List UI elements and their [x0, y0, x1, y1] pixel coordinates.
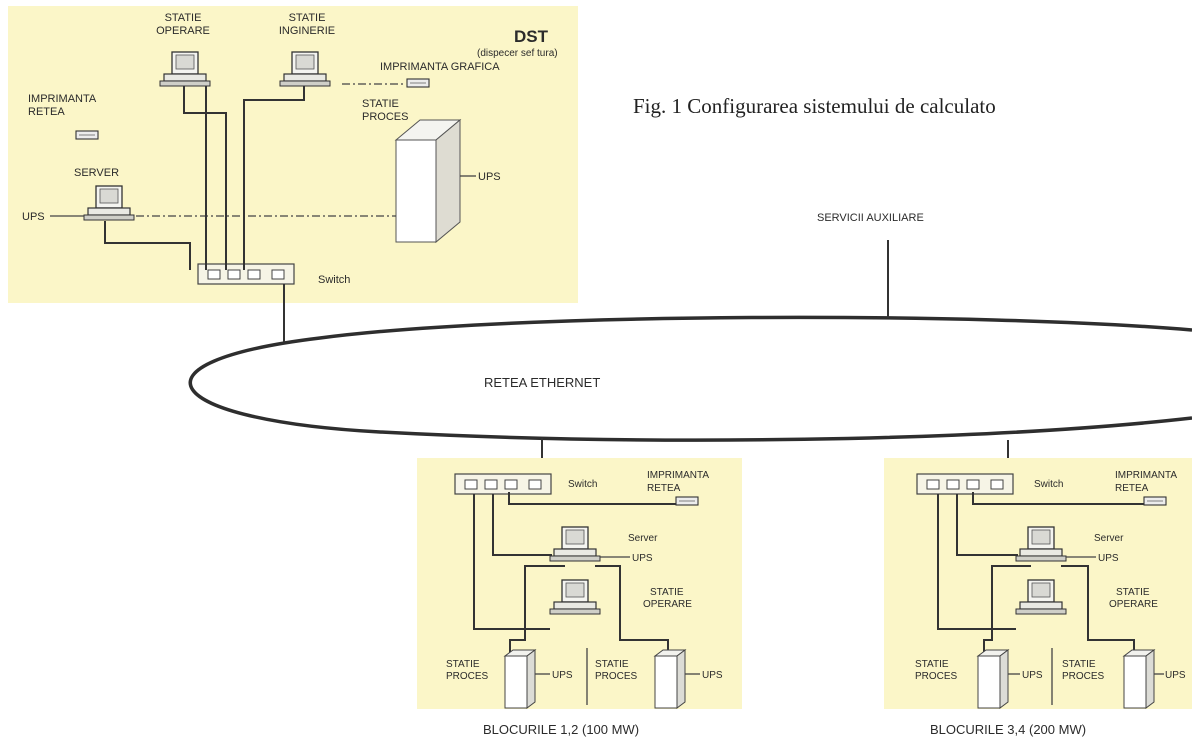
- bloc12-printer-link: [508, 492, 676, 505]
- dst-imprimanta-retea-label-2: RETEA: [28, 106, 65, 118]
- dst-switch-icon: [197, 263, 295, 285]
- dst-inginerie-switch-link: [243, 86, 305, 270]
- bloc34-proces2-label-2: PROCES: [1062, 671, 1105, 682]
- bloc34-proces1-label-1: STATIE: [915, 659, 949, 670]
- dst-imprimanta-retea-printer-icon: [75, 130, 99, 140]
- bloc12-statie-operare-label-2: OPERARE: [643, 599, 692, 610]
- ethernet-ring-path: [188, 315, 1192, 442]
- bloc12-printer-icon: [675, 496, 699, 506]
- bloc12-switch-label: Switch: [568, 479, 597, 490]
- bloc34-printer-link: [972, 492, 1144, 505]
- dst-server-switch-link: [104, 221, 191, 270]
- bloc12-proces2-label-2: PROCES: [595, 671, 638, 682]
- dst-operare-switch-link-2: [183, 86, 227, 270]
- bloc12-proces1-cabinet-icon: [504, 649, 536, 709]
- bloc34-switch-label: Switch: [1034, 479, 1063, 490]
- bloc34-proces1-cabinet-icon: [977, 649, 1009, 709]
- dst-statie-proces-cabinet-icon: [394, 118, 462, 244]
- bloc34-server-switch-link: [956, 494, 1018, 556]
- servicii-auxiliare-label: SERVICII AUXILIARE: [817, 212, 924, 224]
- bloc34-panel: Switch IMPRIMANTA RETEA Server UPS STATI…: [884, 458, 1192, 709]
- dst-switch-label: Switch: [318, 274, 350, 286]
- bloc34-proces2-link: [1061, 565, 1135, 660]
- bloc34-statie-operare-label-1: STATIE: [1116, 587, 1150, 598]
- bloc12-switch-icon: [454, 473, 552, 495]
- bloc12-panel: Switch IMPRIMANTA RETEA Server UPS STATI…: [417, 458, 742, 709]
- dst-title: DST: [514, 27, 549, 46]
- bloc34-server-label: Server: [1094, 533, 1124, 544]
- ethernet-label: RETEA ETHERNET: [484, 375, 600, 390]
- bloc12-proces1-link: [509, 565, 565, 660]
- bloc12-proces2-cabinet-icon: [654, 649, 686, 709]
- bloc12-server-label: Server: [628, 533, 658, 544]
- dst-statie-proces-label-1: STATIE: [362, 98, 399, 110]
- bloc34-proces2-label-1: STATIE: [1062, 659, 1096, 670]
- dst-server-label: SERVER: [74, 167, 119, 179]
- bloc12-ups-server-label: UPS: [632, 553, 653, 564]
- bloc34-imprimanta-label-1: IMPRIMANTA: [1115, 470, 1177, 481]
- bloc12-caption: BLOCURILE 1,2 (100 MW): [483, 722, 639, 737]
- dst-statie-proces-label-2: PROCES: [362, 111, 408, 123]
- bloc34-proces1-label-2: PROCES: [915, 671, 958, 682]
- bloc34-caption: BLOCURILE 3,4 (200 MW): [930, 722, 1086, 737]
- bloc34-proces1-link: [983, 565, 1031, 660]
- bloc12-proces2-label-1: STATIE: [595, 659, 629, 670]
- bloc34-switch-icon: [916, 473, 1014, 495]
- bloc12-proces1-label-2: PROCES: [446, 671, 489, 682]
- dst-imprimanta-grafica-label: IMPRIMANTA GRAFICA: [380, 61, 500, 73]
- dst-statie-operare-label-1: STATIE: [165, 12, 202, 24]
- dst-statie-inginerie-label-1: STATIE: [289, 12, 326, 24]
- bloc12-imprimanta-label-2: RETEA: [647, 483, 681, 494]
- dst-panel: DST (dispecer sef tura) STATIE OPERARE S…: [8, 6, 578, 303]
- bloc34-statie-operare-label-2: OPERARE: [1109, 599, 1158, 610]
- dst-ups-left-label: UPS: [22, 211, 45, 223]
- bloc34-ups-server-label: UPS: [1098, 553, 1119, 564]
- dst-statie-inginerie-label-2: INGINERIE: [279, 25, 335, 37]
- dst-subtitle: (dispecer sef tura): [477, 48, 558, 59]
- bloc12-ups1-label: UPS: [552, 670, 573, 681]
- dst-imprimanta-retea-label-1: IMPRIMANTA: [28, 93, 97, 105]
- ethernet-ring: RETEA ETHERNET SERVICII AUXILIARE: [188, 212, 1192, 474]
- bloc34-proces2-cabinet-icon: [1123, 649, 1155, 709]
- bloc34-printer-icon: [1143, 496, 1167, 506]
- dst-statie-operare-label-2: OPERARE: [156, 25, 210, 37]
- figure-title: Fig. 1 Configurarea sistemului de calcul…: [633, 94, 996, 118]
- bloc12-server-switch-link: [492, 494, 552, 556]
- bloc34-ups2-label: UPS: [1165, 670, 1186, 681]
- bloc34-imprimanta-label-2: RETEA: [1115, 483, 1149, 494]
- dst-imprimanta-grafica-printer-icon: [406, 78, 430, 88]
- dst-ups-right-label: UPS: [478, 171, 501, 183]
- bloc12-proces2-link: [595, 565, 669, 660]
- bloc12-ups2-label: UPS: [702, 670, 723, 681]
- bloc34-ups1-label: UPS: [1022, 670, 1043, 681]
- bloc12-statie-operare-label-1: STATIE: [650, 587, 684, 598]
- bloc12-imprimanta-label-1: IMPRIMANTA: [647, 470, 709, 481]
- bloc34-operare-switch-link: [937, 494, 1016, 630]
- bloc12-proces1-label-1: STATIE: [446, 659, 480, 670]
